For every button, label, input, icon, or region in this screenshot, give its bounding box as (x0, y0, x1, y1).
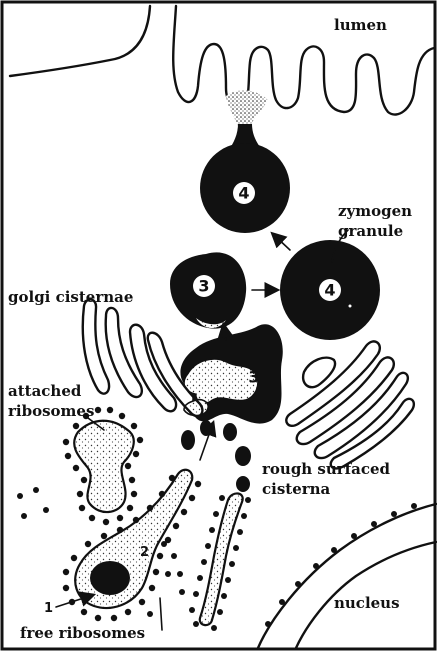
label-rough-surfaced: rough surfaced (262, 460, 391, 478)
stage-label-1: 1 (44, 601, 53, 616)
stage-label-3-left: 3 (198, 277, 209, 296)
label-attached: attached (8, 382, 82, 400)
stage-label-3-irregular: 3 (248, 368, 259, 387)
label-lumen: lumen (334, 16, 387, 34)
label-cisterna: cisterna (262, 480, 331, 498)
arrow-4-to-4 (275, 236, 290, 250)
label-nucleus: nucleus (334, 594, 400, 612)
exocytosis-contents (226, 90, 268, 126)
label-golgi-cisternae: golgi cisternae (8, 288, 133, 306)
nuclear-envelope-outer (258, 504, 436, 648)
label-ribosomes: ribosomes (8, 402, 94, 420)
stage-label-4-right: 4 (324, 281, 335, 300)
free-ribosomes-pointer (160, 598, 162, 630)
rough-er-right-cisterna (200, 493, 243, 625)
stage-label-2: 2 (140, 545, 149, 560)
golgi-stack-right (286, 341, 414, 468)
label-free-ribosomes: free ribosomes (20, 624, 145, 642)
newly-synthesized-protein (90, 561, 130, 595)
golgi-stack-left (83, 299, 203, 416)
label-zymogen: zymogen (338, 202, 412, 220)
label-granule: granule (338, 222, 403, 240)
stage-label-4-top: 4 (238, 184, 249, 203)
